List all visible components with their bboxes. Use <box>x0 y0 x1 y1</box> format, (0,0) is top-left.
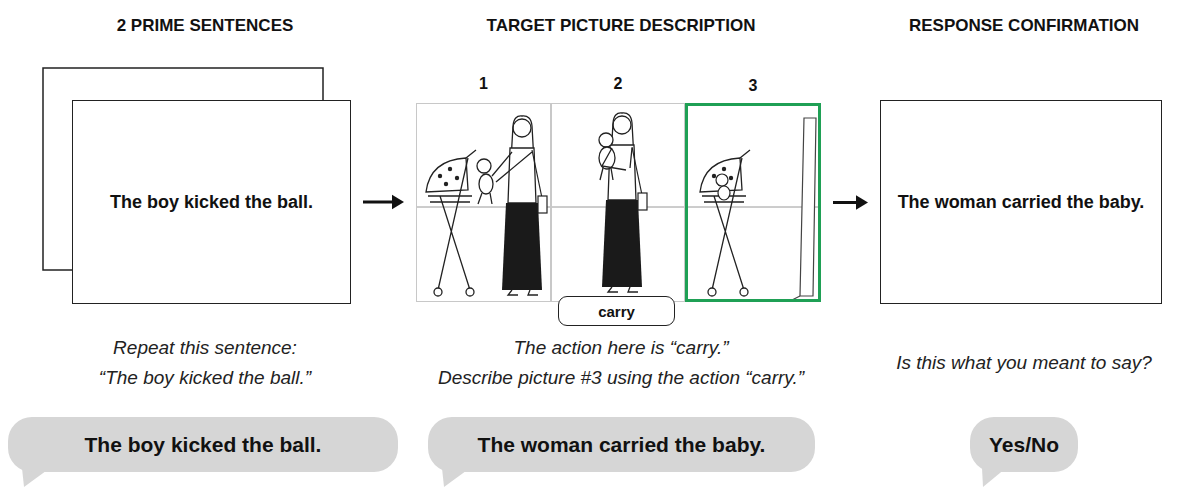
scene-2 <box>599 113 647 292</box>
picture-panel: 2 <box>551 103 685 302</box>
flow-arrow <box>833 195 868 209</box>
node-text: The boy kicked the ball. <box>110 192 313 213</box>
column-heading: TARGET PICTURE DESCRIPTION <box>487 16 756 36</box>
column-heading: RESPONSE CONFIRMATION <box>909 16 1139 36</box>
speech-bubble: The woman carried the baby. <box>428 417 815 472</box>
node-text: The woman carried the baby. <box>898 192 1145 213</box>
node-text: The woman carried the baby. <box>478 433 766 457</box>
instruction: Repeat this sentence: <box>113 337 297 359</box>
column-heading: 2 PRIME SENTENCES <box>117 16 294 36</box>
speech-bubble: The boy kicked the ball. <box>8 417 398 472</box>
instruction: Describe picture #3 using the action “ca… <box>438 367 804 389</box>
node-text: Yes/No <box>989 433 1059 457</box>
flow-arrow <box>363 195 404 209</box>
callout-number: 1 <box>417 75 550 93</box>
instruction: The action here is “carry.” <box>513 337 728 359</box>
picture-panel: 1 <box>416 103 551 302</box>
instruction: “The boy kicked the ball.” <box>99 367 311 389</box>
arrow-head <box>856 195 868 209</box>
callout-number: 3 <box>688 77 818 95</box>
target-panel: 3 <box>685 103 821 302</box>
node-text: The boy kicked the ball. <box>85 433 322 457</box>
sentence-card: The boy kicked the ball. <box>72 100 351 304</box>
confirmation-card: The woman carried the baby. <box>880 100 1162 304</box>
callout-number: 2 <box>552 75 684 93</box>
node-text: carry <box>598 303 635 320</box>
arrow-shaft <box>833 201 858 204</box>
speech-bubble: Yes/No <box>970 417 1078 472</box>
scene-1 <box>426 116 547 296</box>
instruction: Is this what you meant to say? <box>896 352 1152 374</box>
verb-tag: carry <box>558 296 675 326</box>
arrow-shaft <box>363 201 394 204</box>
arrow-head <box>392 195 404 209</box>
scene-3 <box>700 118 816 300</box>
